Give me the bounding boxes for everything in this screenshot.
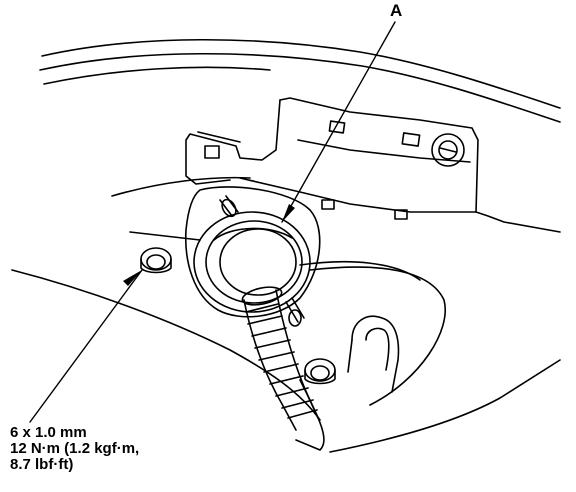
mounting-bracket (185, 97, 561, 233)
bolt-size-text: 6 x 1.0 mm (10, 424, 87, 441)
flange-nut-right (304, 358, 336, 385)
leader-lines (29, 21, 396, 423)
secondary-pipe (347, 315, 400, 393)
callout-label-a: A (390, 1, 403, 20)
leader-arrowheads (123, 204, 295, 286)
flange-nut-left (140, 247, 172, 274)
filler-neck-flange (193, 211, 311, 313)
filler-hose (241, 286, 319, 431)
torque-spec-label: 6 x 1.0 mm 12 N·m (1.2 kgf·m, 8.7 lbf·ft… (10, 425, 139, 473)
stud-bolts (219, 195, 305, 327)
mounting-plate (184, 186, 321, 318)
torque-imperial-text: 8.7 lbf·ft) (10, 456, 74, 473)
torque-metric-text: 12 N·m (1.2 kgf·m, (10, 440, 140, 457)
body-panel-lines (39, 38, 561, 123)
